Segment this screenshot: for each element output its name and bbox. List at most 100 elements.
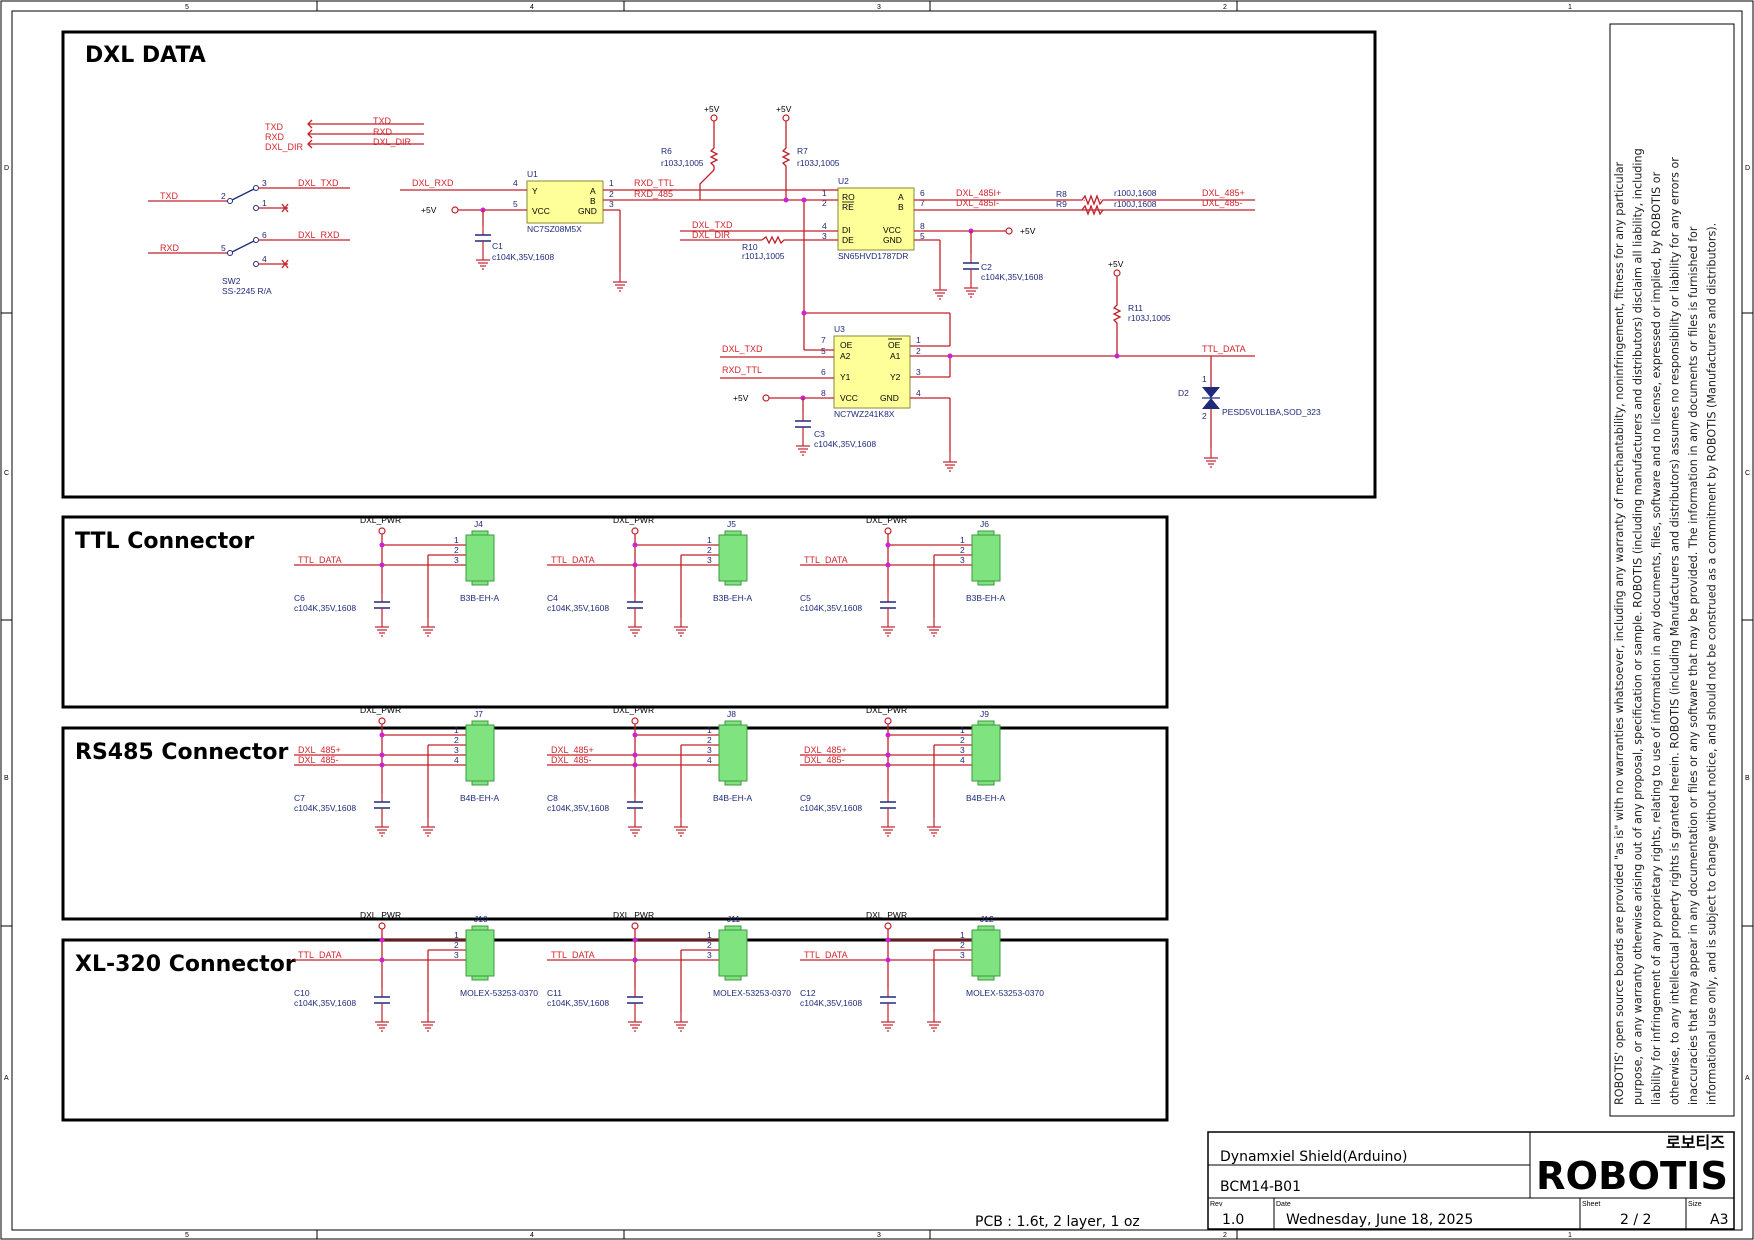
disclaimer-line: purpose, or any warranty otherwise arisi… [1632,148,1645,1105]
pin-label: B [898,202,904,212]
ref-designator: R9 [1056,199,1067,209]
part-number: B4B-EH-A [713,793,753,803]
part-number: B3B-EH-A [460,593,500,603]
ground-symbol [673,816,689,837]
net-label: DXL_PWR [360,910,401,920]
part-number: B3B-EH-A [966,593,1006,603]
date-label: Date [1276,1201,1291,1208]
ref-designator: R8 [1056,189,1067,199]
pin-number: 3 [707,745,712,755]
pin-label: Y2 [890,372,901,382]
ttl-connector-section: TTL Connector DXL_PWR123TTL_DATAC6c104K,… [61,515,1169,709]
capacitor-symbol [879,592,897,618]
capacitor-symbol [626,987,644,1013]
svg-text:8: 8 [821,388,826,398]
connector-body [465,724,495,782]
row-label: D [4,165,9,172]
net-label: RXD [265,132,285,142]
junction [885,562,891,568]
title-block: Dynamxiel Shield(Arduino) BCM14-B01 Rev … [975,1131,1735,1230]
svg-text:5: 5 [513,199,518,209]
pin-label: GND [880,393,899,403]
pin-number: 1 [454,725,459,735]
net-label: RXD [373,127,393,137]
pin-number: 3 [960,555,965,565]
part-number: B3B-EH-A [713,593,753,603]
power-port [631,717,639,725]
section-title-rs485: RS485 Connector [75,740,289,765]
pin-label: DI [842,225,851,235]
rev-label: Rev [1210,1201,1223,1208]
ref-designator: U3 [834,324,845,334]
pin-label: GND [883,235,902,245]
ground-symbol [420,616,436,637]
ground-symbol [926,1011,942,1032]
ground-symbol [374,1011,390,1032]
connector-body [718,929,748,977]
section-title-dxl-data: DXL DATA [85,43,206,68]
pin-number: 3 [454,555,459,565]
ref-designator: U1 [527,169,538,179]
net-label: DXL_PWR [360,705,401,715]
col-label: 5 [185,1232,189,1239]
ref-designator: C8 [547,793,558,803]
part-number: NC7WZ241K8X [834,409,895,419]
row-label: D [1745,165,1750,172]
pin-label: A2 [840,351,851,361]
svg-text:3: 3 [916,367,921,377]
net-label: DXL_TXD [722,344,763,354]
pin-number: 2 [454,735,459,745]
disclaimer-line: informational use only, and is subject t… [1706,223,1719,1105]
svg-text:1: 1 [262,198,267,208]
pin-number: 1 [960,930,965,940]
pin-number: 4 [960,755,965,765]
part-value: c104K,35V,1608 [547,603,609,613]
ground-symbol [420,1011,436,1032]
pin-number: 2 [960,735,965,745]
power-port [884,717,892,725]
part-value: c104K,35V,1608 [294,998,356,1008]
pin-number: 1 [960,725,965,735]
ground-symbol [627,1011,643,1032]
ref-designator: R10 [742,242,758,252]
ref-designator: J9 [980,709,989,719]
svg-text:7: 7 [821,335,826,345]
net-label: +5V [704,104,720,114]
net-label: TTL_DATA [1202,344,1246,354]
junction [632,562,638,568]
svg-text:2: 2 [1202,411,1207,421]
pin-label: A [898,192,904,202]
part-value: c104K,35V,1608 [294,603,356,613]
ref-designator: C2 [981,262,992,272]
col-label: 3 [877,1232,881,1239]
connector-body [465,929,495,977]
net-label: DXL_DIR [373,137,412,147]
ref-designator: J7 [474,709,483,719]
svg-text:1: 1 [822,188,827,198]
pin-number: 3 [707,555,712,565]
net-label: DXL_485I- [956,198,999,208]
rev-value: 1.0 [1222,1212,1244,1228]
svg-text:6: 6 [920,188,925,198]
net-label: +5V [1108,259,1124,269]
power-port [884,922,892,930]
part-value: r103J,1005 [797,158,840,168]
net-label: TXD [373,116,392,126]
connector-body [718,534,748,582]
svg-text:8: 8 [920,221,925,231]
ref-designator: U2 [838,176,849,186]
power-port [378,527,386,535]
disclaimer-line: otherwise, to any intellectual property … [1669,157,1682,1105]
tvs-diode-d2: D2 PESD5V0L1BA,SOD_323 12 [1178,356,1321,468]
ttl-connector-blocks: DXL_PWR123TTL_DATAC6c104K,35V,1608J4B3B-… [294,515,1006,637]
pin-number: 1 [454,930,459,940]
row-label: C [1745,470,1750,477]
junction [632,542,638,548]
ref-designator: J8 [727,709,736,719]
net-label: TTL_DATA [804,950,848,960]
row-label: C [4,470,9,477]
col-label: 2 [1223,1232,1227,1239]
col-label: 4 [530,4,534,11]
col-label: 1 [1568,4,1572,11]
